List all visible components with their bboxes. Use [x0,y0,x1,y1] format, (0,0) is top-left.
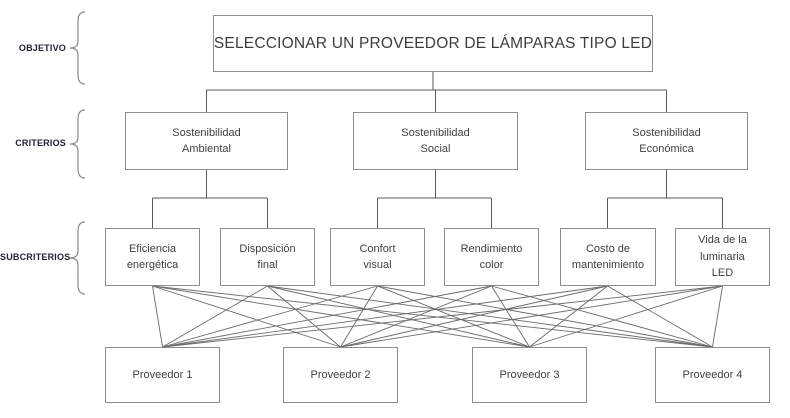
provider-box-3: Proveedor 3 [472,347,587,403]
provider-box-1: Proveedor 1 [105,347,220,403]
brace-shape [69,11,86,85]
subcriterion-box-rendimiento-color: Rendimiento color [444,228,539,286]
provider-box-2: Proveedor 2 [283,347,398,403]
subcriterion-box-eficiencia-energetica: Eficiencia energética [105,228,200,286]
criterion-box-sostenibilidad-economica: Sostenibilidad Económica [585,112,748,170]
row-label-subcriterios: SUBCRITERIOS [0,252,71,262]
row-label-objetivo: OBJETIVO [18,43,66,53]
provider-box-4: Proveedor 4 [655,347,770,403]
objective-box: SELECCIONAR UN PROVEEDOR DE LÁMPARAS TIP… [213,15,653,72]
subcriterion-box-costo-mantenimiento: Costo de mantenimiento [560,228,656,286]
subcriterion-box-vida-luminaria-led: Vida de la luminaria LED [675,228,770,286]
criterion-box-sostenibilidad-ambiental: Sostenibilidad Ambiental [125,112,288,170]
row-label-criterios: CRITERIOS [15,138,66,148]
brace-shape [69,109,86,179]
brace-shape [69,221,86,295]
subcriterion-box-disposicion-final: Disposición final [220,228,315,286]
subcriterion-box-confort-visual: Confort visual [330,228,425,286]
criterion-box-sostenibilidad-social: Sostenibilidad Social [353,112,518,170]
